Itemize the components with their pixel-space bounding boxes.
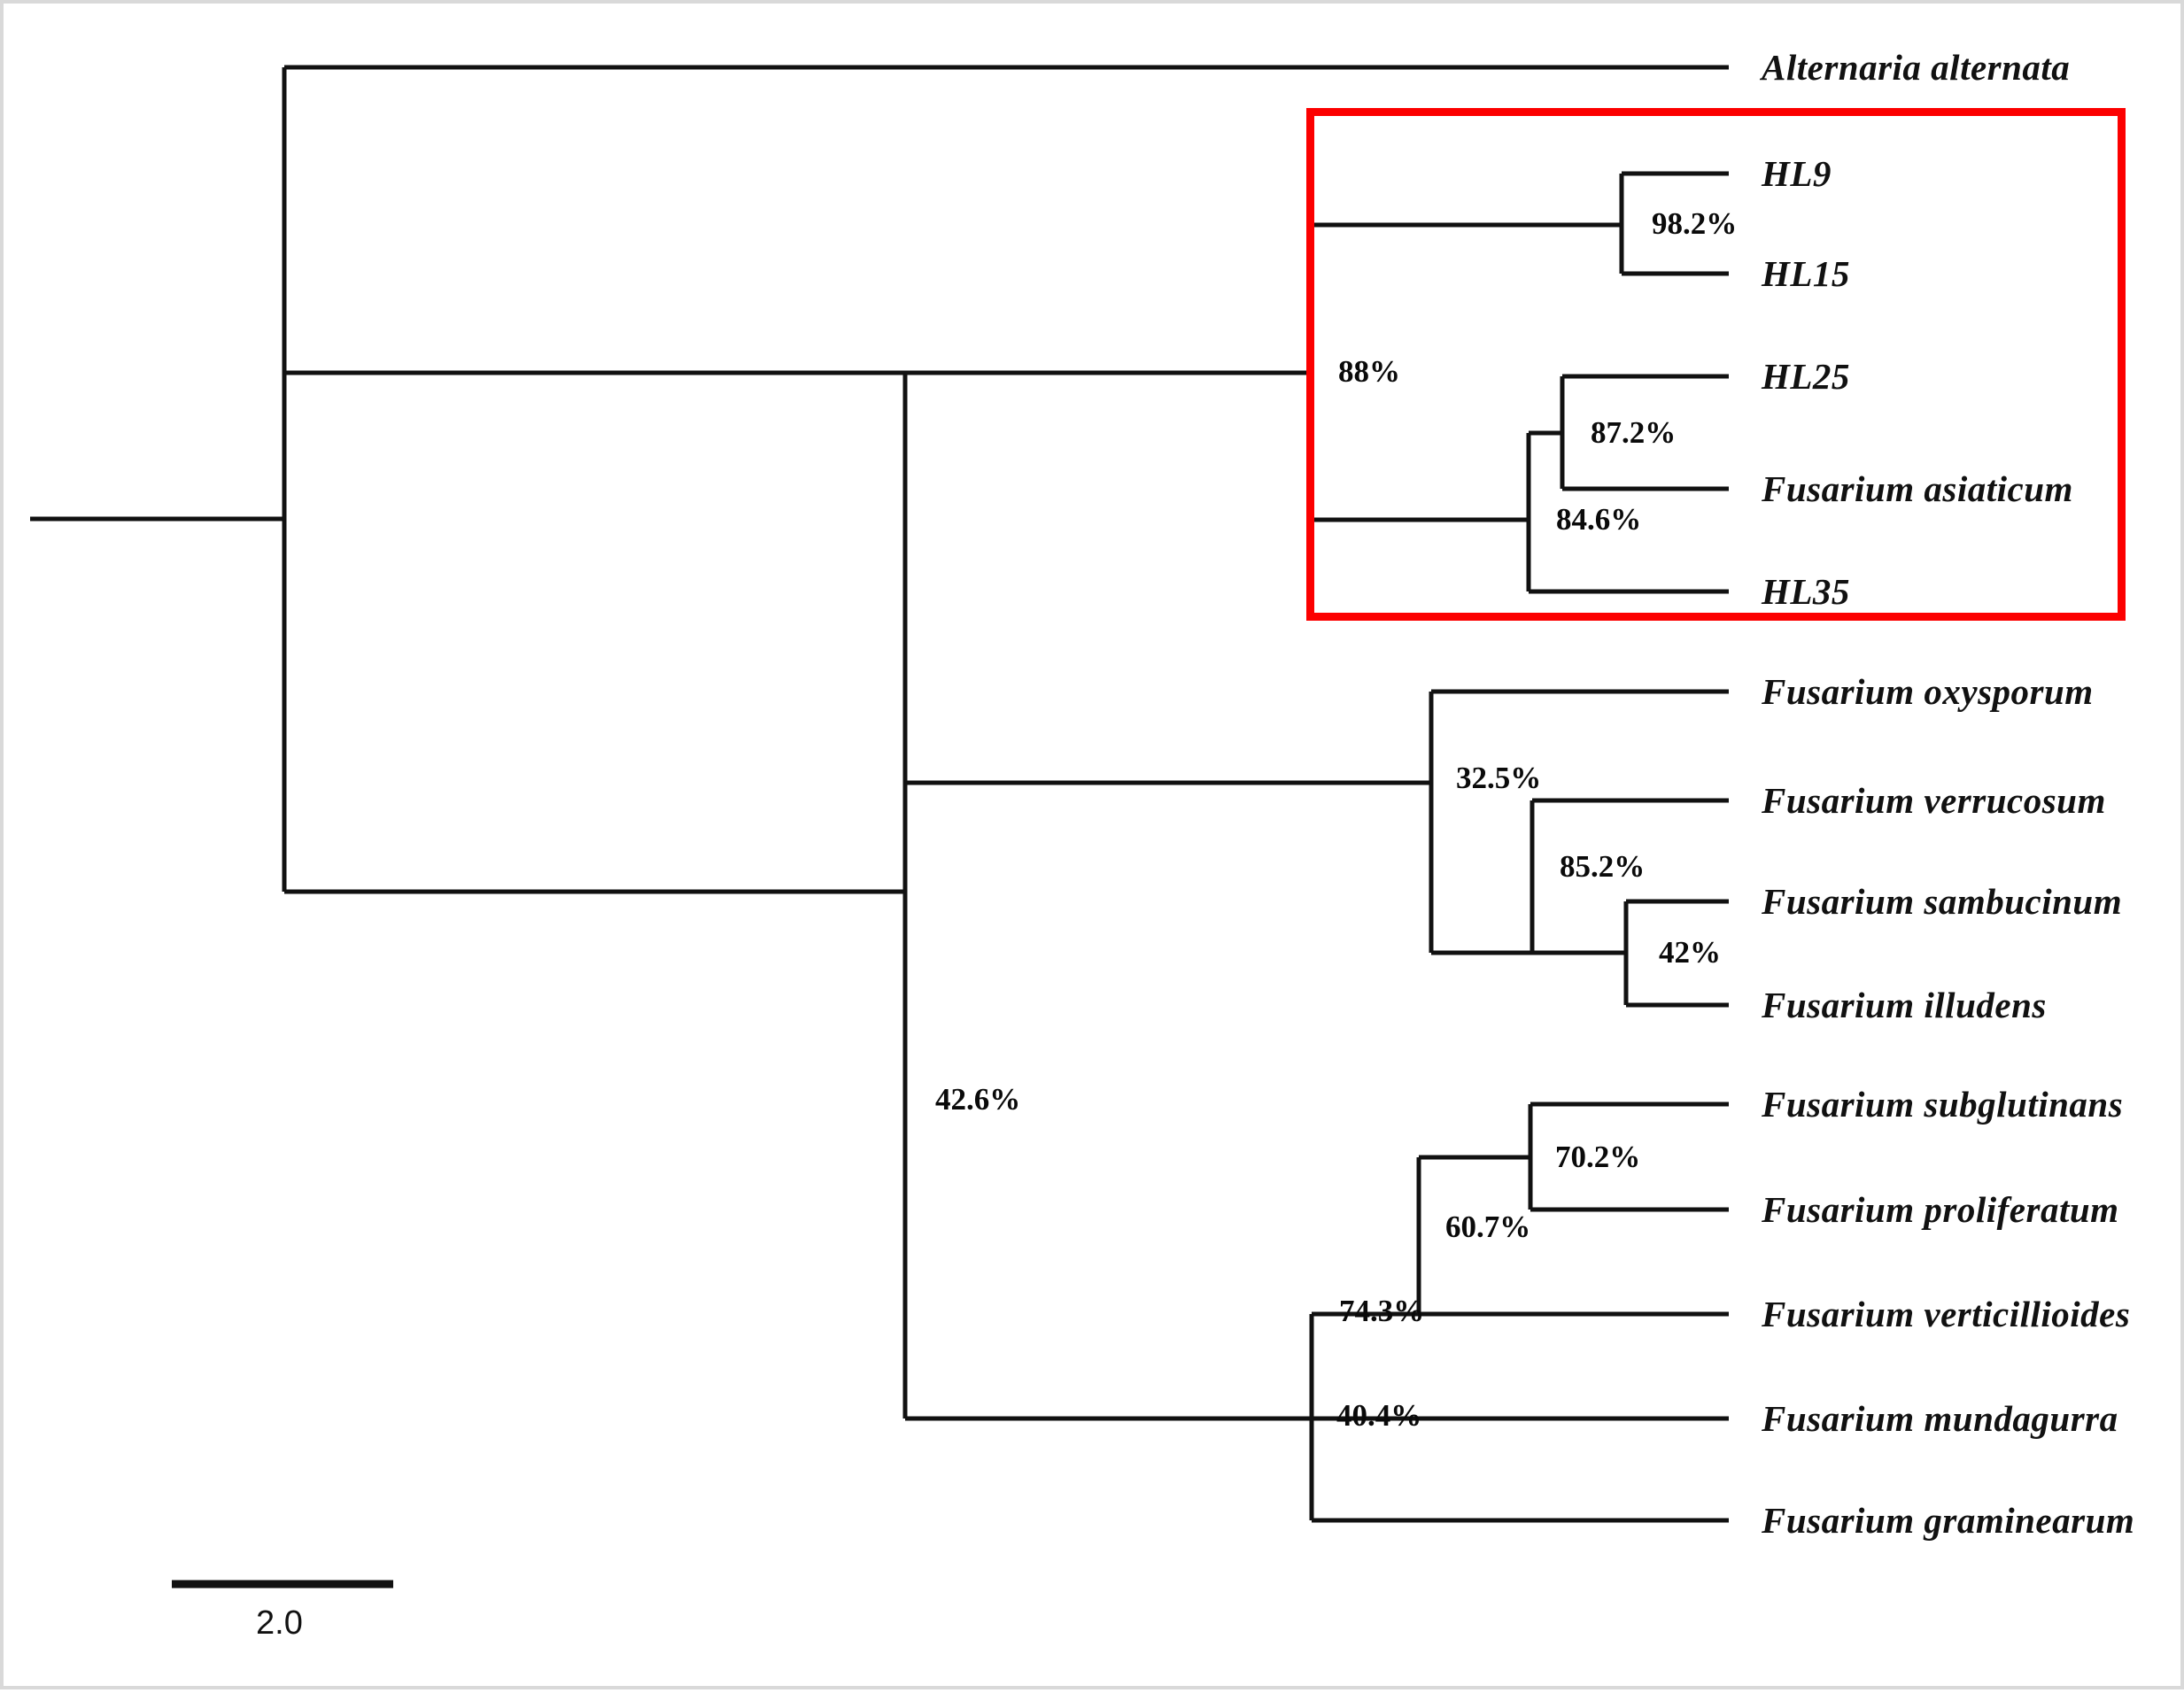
bootstrap-label-boot-42: 42% xyxy=(1659,935,1721,970)
bootstrap-label-boot-98-2: 98.2% xyxy=(1652,206,1738,241)
bootstrap-label-boot-70-2: 70.2% xyxy=(1555,1140,1641,1174)
tip-label-fusarium-subglutinans: Fusarium subglutinans xyxy=(1762,1084,2124,1125)
phylogenetic-tree-canvas xyxy=(30,65,1729,1523)
tip-label-fusarium-oxysporum: Fusarium oxysporum xyxy=(1762,671,2094,712)
bootstrap-label-boot-88: 88% xyxy=(1338,354,1400,389)
bootstrap-label-boot-85-2: 85.2% xyxy=(1560,849,1646,884)
tip-label-fusarium-graminearum: Fusarium graminearum xyxy=(1762,1500,2135,1541)
bootstrap-label-boot-40-4: 40.4% xyxy=(1336,1398,1422,1433)
bootstrap-label-boot-32-5: 32.5% xyxy=(1456,761,1542,795)
tip-label-hl25: HL25 xyxy=(1762,356,1850,397)
tip-label-fusarium-illudens: Fusarium illudens xyxy=(1762,985,2047,1025)
bootstrap-label-boot-84-6: 84.6% xyxy=(1556,502,1642,537)
bootstrap-label-boot-60-7: 60.7% xyxy=(1445,1210,1531,1244)
tip-label-fusarium-mundagurra: Fusarium mundagurra xyxy=(1762,1398,2118,1439)
tip-label-fusarium-verticillioides: Fusarium verticillioides xyxy=(1762,1294,2131,1334)
tip-label-fusarium-asiaticum: Fusarium asiaticum xyxy=(1762,468,2073,509)
tip-label-fusarium-proliferatum: Fusarium proliferatum xyxy=(1762,1189,2119,1230)
bootstrap-label-boot-87-2: 87.2% xyxy=(1591,415,1677,450)
tip-label-alternaria-alternata: Alternaria alternata xyxy=(1762,47,2071,88)
tip-label-fusarium-verrucosum: Fusarium verrucosum xyxy=(1762,780,2106,821)
tree-branch-lines xyxy=(30,65,1729,1523)
tip-label-hl35: HL35 xyxy=(1762,571,1850,612)
tip-label-fusarium-sambucinum: Fusarium sambucinum xyxy=(1762,881,2123,922)
tip-label-hl9: HL9 xyxy=(1762,153,1832,194)
tip-label-hl15: HL15 xyxy=(1762,253,1850,294)
bootstrap-label-boot-42-6: 42.6% xyxy=(935,1082,1021,1117)
scale-bar-label: 2.0 xyxy=(256,1604,303,1642)
bootstrap-label-boot-74-3: 74.3% xyxy=(1339,1294,1425,1328)
